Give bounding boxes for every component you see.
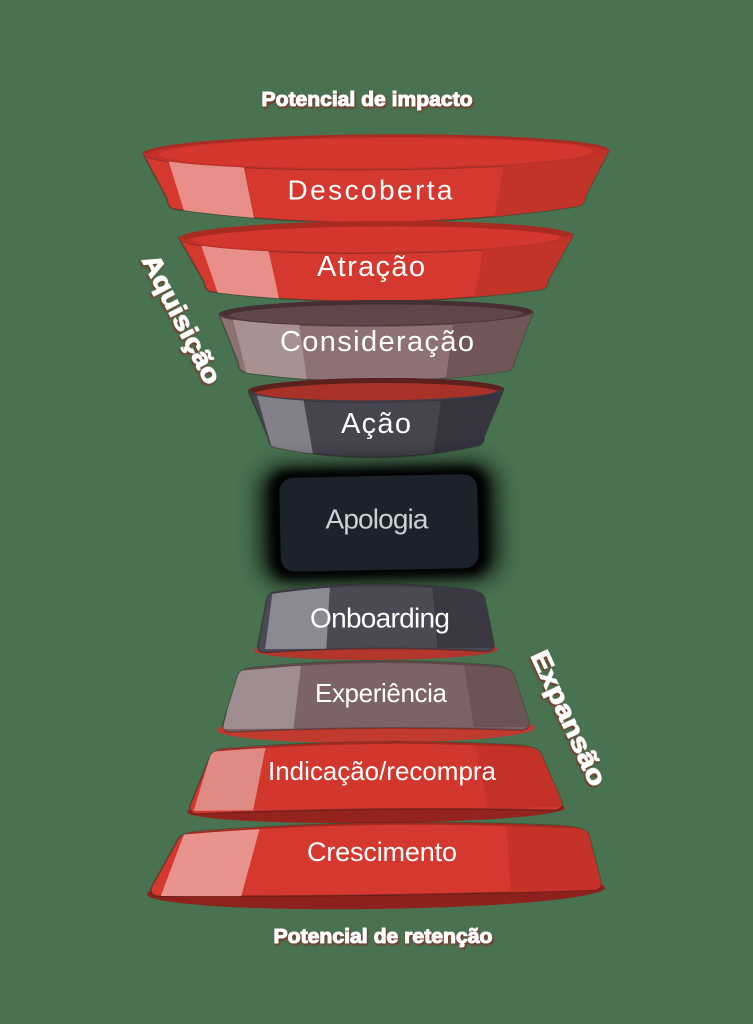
svg-text:Indicação/recompra: Indicação/recompra xyxy=(268,756,497,786)
svg-text:Atração: Atração xyxy=(317,251,425,283)
svg-text:Onboarding: Onboarding xyxy=(310,603,450,634)
svg-text:Ação: Ação xyxy=(341,408,411,440)
svg-text:Potencial de impacto: Potencial de impacto xyxy=(262,89,473,111)
svg-text:Potencial de retenção: Potencial de retenção xyxy=(274,926,493,948)
svg-text:Crescimento: Crescimento xyxy=(307,837,457,867)
svg-text:Apologia: Apologia xyxy=(326,504,429,535)
svg-text:Experiência: Experiência xyxy=(315,678,448,708)
svg-text:Consideração: Consideração xyxy=(280,326,474,358)
svg-text:Descoberta: Descoberta xyxy=(288,175,453,206)
